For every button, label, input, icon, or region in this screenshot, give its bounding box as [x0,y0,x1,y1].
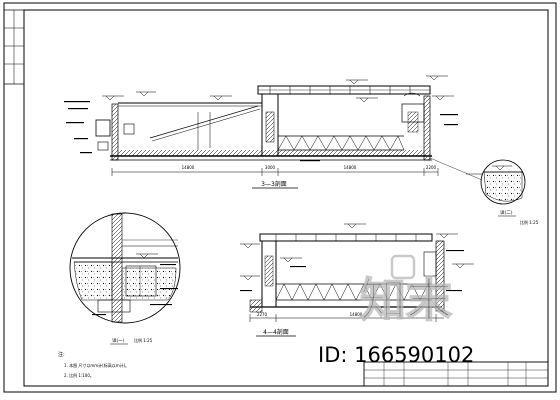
section-3-3-title: 3—3剖面 [261,180,287,188]
sheet-border [3,2,557,393]
notes-line-2: 2. 比例 1:100。 [64,372,94,378]
watermark-logo-text: 知末 [360,273,452,327]
dim-s44-left: 2270 [257,312,268,317]
notes-heading: 注: [58,351,65,358]
watermark-logo: 知末 [359,254,453,328]
notes-block: 注: 1. 本图 尺寸以mm计(标高以m计)。 2. 比例 1:100。 [58,351,129,378]
dim-s33-right: 14800 [344,165,357,170]
watermark: 知末 ID: 166590102 [318,254,474,367]
section-4-4-title: 4—4剖面 [263,328,289,336]
dim-s44-mid: 14800 [350,312,363,317]
title-block [363,361,549,387]
watermark-id: ID: 166590102 [318,343,474,367]
dim-s33-mid: 3000 [265,165,276,170]
detail-1-circle: 详(一) 比例 1:25 [69,212,181,345]
detail-2-label: 详(二) [500,209,513,216]
detail-1-scale: 比例 1:25 [134,337,153,343]
dim-s33-left: 14800 [182,165,195,170]
detail-1-label: 详(一) [112,337,125,344]
dim-s33-end: 2200 [426,165,437,170]
section-4-4: 2270 14800 4—4剖面 [240,223,474,337]
detail-2-scale: 比例 1:25 [520,219,539,225]
detail-2-circle: 详(二) 比例 1:25 [429,157,539,225]
section-3-3: 14800 3000 14800 2200 3—3剖面 [64,75,458,189]
notes-line-1: 1. 本图 尺寸以mm计(标高以m计)。 [64,362,129,368]
